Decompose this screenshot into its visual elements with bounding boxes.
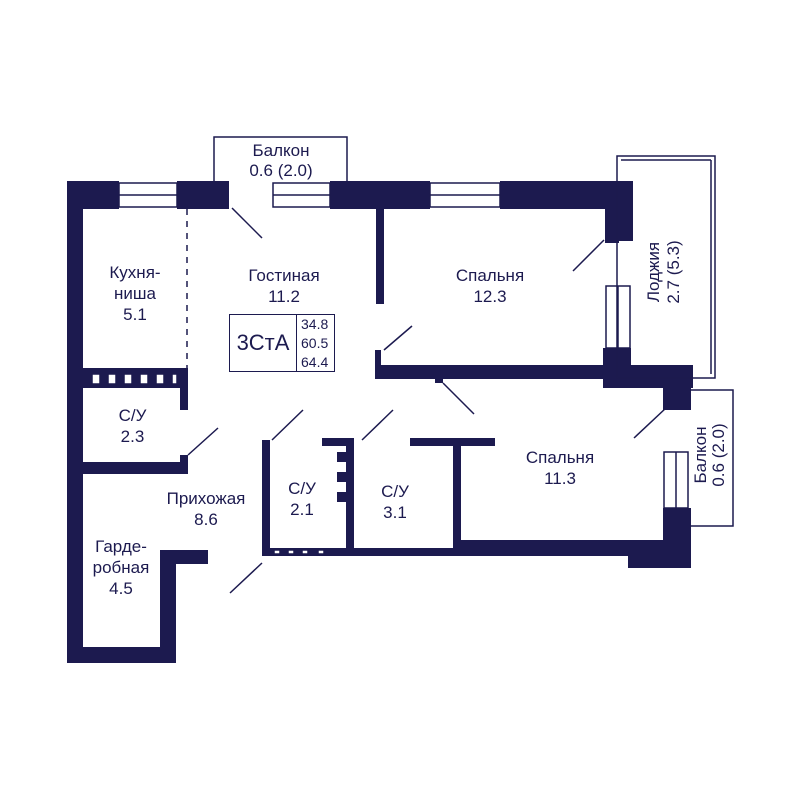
apartment-areas: 34.8 60.5 64.4: [297, 315, 334, 371]
bedroom-2-area: 11.3: [544, 469, 576, 488]
balcony-top-label: Балкон 0.6 (2.0): [221, 141, 341, 181]
bathroom-2-area: 2.1: [290, 500, 314, 519]
balcony-right-name: Балкон: [691, 426, 710, 484]
bedroom-2-name: Спальня: [525, 448, 595, 467]
hallway-name: Прихожая: [166, 489, 246, 508]
bathroom-1-label: С/У 2.3: [95, 405, 170, 447]
hallway-label: Прихожая 8.6: [146, 488, 266, 530]
loggia-name: Лоджия: [644, 241, 663, 303]
living-room-area: 11.2: [268, 287, 300, 306]
living-room-label: Гостиная 11.2: [224, 265, 344, 307]
bathroom-3-area: 3.1: [383, 503, 407, 522]
loggia-label: Лоджия 2.7 (5.3): [644, 212, 684, 332]
door-swings: [187, 207, 667, 594]
wardrobe-label: Гарде- робная 4.5: [82, 536, 160, 599]
bathroom-3-label: С/У 3.1: [365, 481, 425, 523]
bathroom-1-area: 2.3: [120, 427, 145, 446]
bathroom-2-label: С/У 2.1: [272, 478, 332, 520]
apartment-badge: 3СтА 34.8 60.5 64.4: [229, 314, 335, 372]
living-room-name: Гостиная: [248, 266, 320, 285]
walls: [67, 181, 693, 663]
bedroom-2-label: Спальня 11.3: [500, 447, 620, 489]
wardrobe-name-line2: робная: [92, 558, 150, 577]
balcony-right-label: Балкон 0.6 (2.0): [691, 395, 728, 515]
balcony-top-name: Балкон: [252, 141, 310, 160]
bedroom-1-label: Спальня 12.3: [430, 265, 550, 307]
bedroom-1-area: 12.3: [473, 287, 507, 306]
windows-and-openings: [91, 373, 325, 555]
bathroom-1-name: С/У: [118, 406, 147, 425]
kitchen-area: 5.1: [123, 305, 147, 324]
hallway-area: 8.6: [194, 510, 218, 529]
balcony-top-area: 0.6 (2.0): [249, 161, 313, 180]
bathroom-2-name: С/У: [288, 479, 316, 498]
kitchen-label: Кухня- ниша 5.1: [90, 262, 180, 325]
kitchen-name-line1: Кухня-: [109, 263, 161, 282]
wardrobe-area: 4.5: [109, 579, 133, 598]
area-total-with-balconies: 64.4: [301, 353, 329, 370]
apartment-type-code: 3СтА: [230, 315, 297, 371]
balcony-right-area: 0.6 (2.0): [709, 423, 728, 487]
window-frames: [118, 136, 734, 527]
wardrobe-name-line1: Гарде-: [95, 537, 147, 556]
bathroom-3-name: С/У: [381, 482, 409, 501]
loggia-area: 2.7 (5.3): [664, 240, 683, 304]
area-total: 60.5: [301, 334, 329, 351]
area-living: 34.8: [301, 316, 329, 333]
bedroom-1-name: Спальня: [455, 266, 525, 285]
kitchen-name-line2: ниша: [114, 284, 156, 303]
